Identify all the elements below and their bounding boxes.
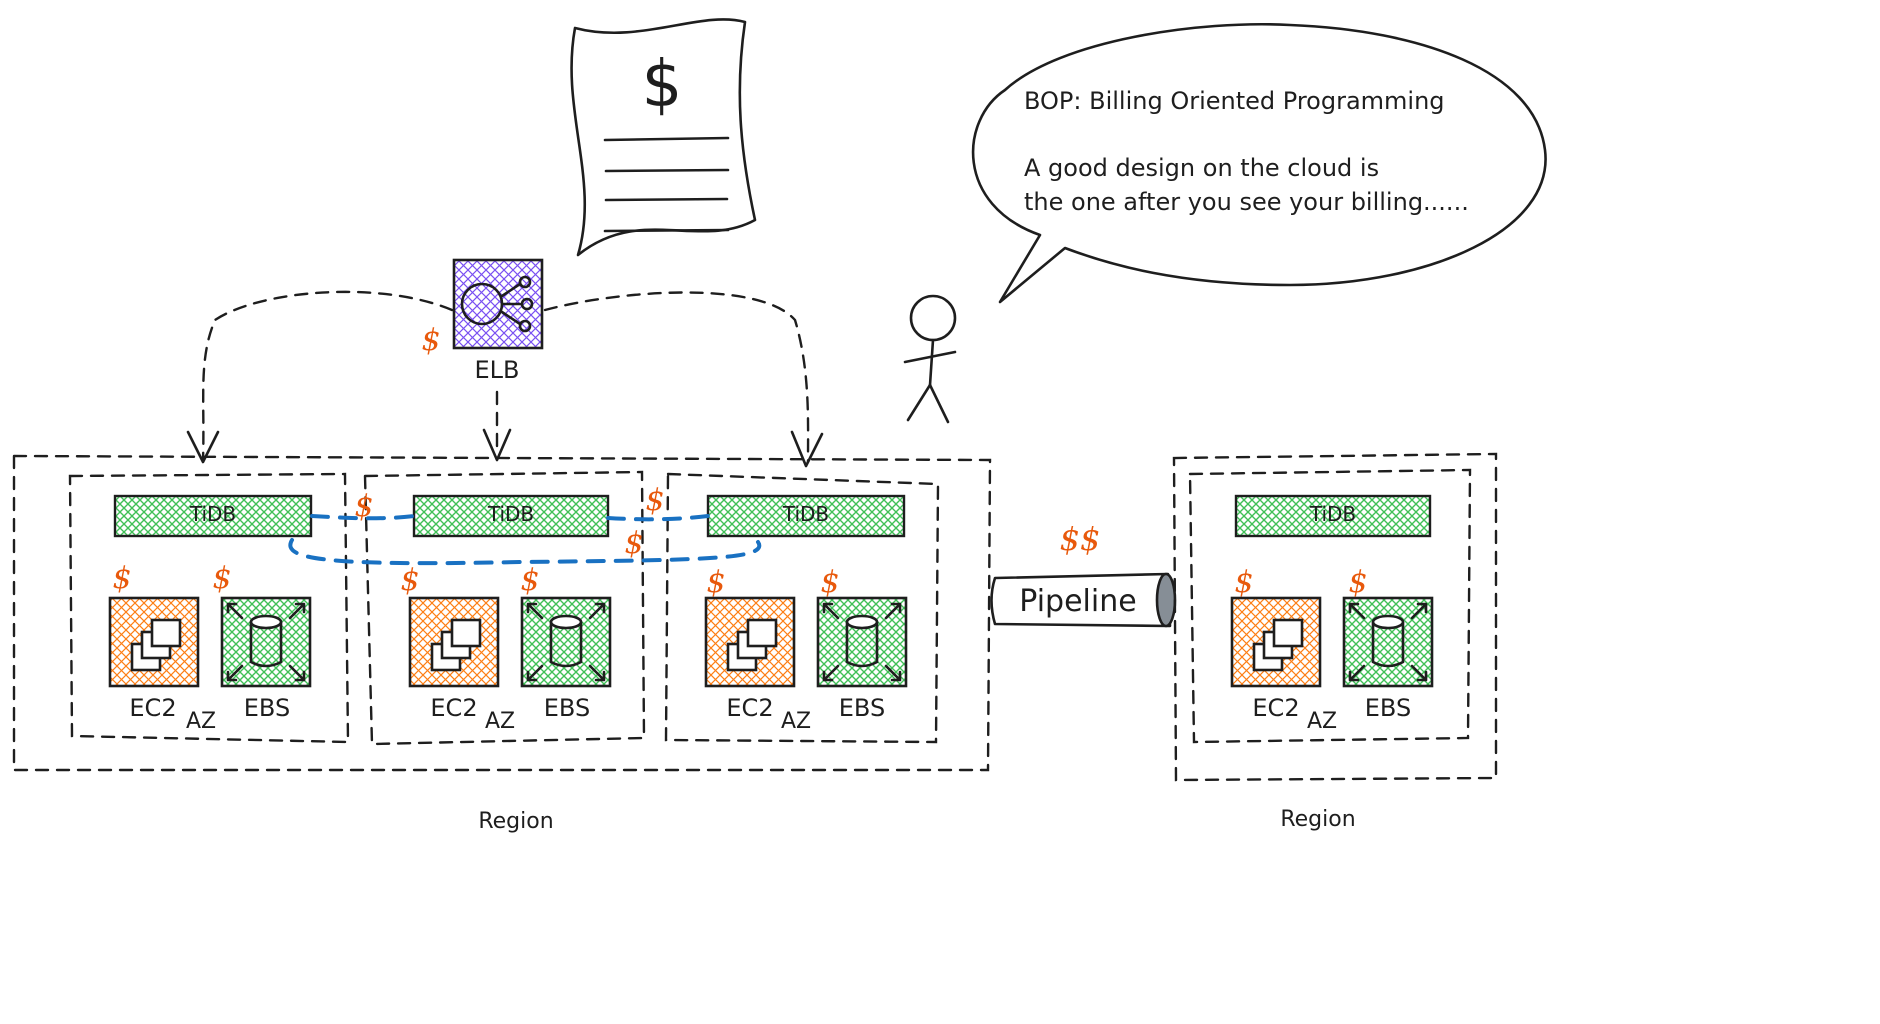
pipeline: Pipeline $$ xyxy=(990,520,1177,628)
tidb-label: TiDB xyxy=(487,502,534,526)
elb-routes xyxy=(186,290,824,468)
availability-zone: TiDB $ $ EC2 AZ EBS xyxy=(664,472,940,744)
tidb-bar xyxy=(113,494,313,538)
ec2-label: EC2 xyxy=(1252,694,1299,722)
ec2-cost: $ xyxy=(112,561,131,596)
bill-dollar-sign: $ xyxy=(642,48,683,122)
ec2-label: EC2 xyxy=(129,694,176,722)
speech-line-3: the one after you see your billing...... xyxy=(1024,188,1469,216)
ebs-cost: $ xyxy=(820,565,839,600)
az-label: AZ xyxy=(1307,709,1337,734)
region-2: Region TiDB $ $ EC2 AZ EBS xyxy=(1172,452,1498,832)
ec2-label: EC2 xyxy=(726,694,773,722)
ebs-label: EBS xyxy=(839,694,885,722)
az-label: AZ xyxy=(186,709,216,734)
ebs-label: EBS xyxy=(544,694,590,722)
region-1: Region TiDB $ $ EC2 AZ EBS TiDB $ $ xyxy=(12,454,992,834)
pipeline-label: Pipeline xyxy=(1019,584,1136,619)
stick-figure-icon xyxy=(903,294,957,424)
elb-cost: $ xyxy=(421,323,440,358)
ebs-cost: $ xyxy=(212,561,231,596)
ebs-cost: $ xyxy=(520,563,539,598)
tidb-label: TiDB xyxy=(1309,502,1356,526)
load-balancer-icon xyxy=(460,275,534,333)
tidb-label: TiDB xyxy=(782,502,829,526)
ec2-label: EC2 xyxy=(430,694,477,722)
availability-zone: TiDB $ $ EC2 AZ EBS xyxy=(68,472,350,744)
region-2-label: Region xyxy=(1280,807,1355,832)
availability-zone: TiDB $ $ EC2 AZ EBS xyxy=(1188,468,1472,744)
ec2-box xyxy=(108,596,200,688)
ec2-cost: $ xyxy=(706,565,725,600)
ebs-cost: $ xyxy=(1348,565,1367,600)
elb-label: ELB xyxy=(475,356,520,384)
az-label: AZ xyxy=(485,709,515,734)
cross-az-cost: $ xyxy=(645,483,664,518)
speech-line-1: BOP: Billing Oriented Programming xyxy=(1024,87,1445,115)
tidb-bar xyxy=(1234,494,1432,538)
speech-line-2: A good design on the cloud is xyxy=(1024,154,1379,182)
elb-box xyxy=(452,258,544,350)
tidb-bar xyxy=(706,494,906,538)
elb-node: ELB $ xyxy=(421,258,544,384)
speech-bubble: BOP: Billing Oriented Programming A good… xyxy=(971,22,1547,304)
cross-az-cost: $ xyxy=(354,489,373,524)
cross-az-replication: $ $ $ xyxy=(288,483,762,566)
tidb-bar xyxy=(412,494,610,538)
ebs-label: EBS xyxy=(244,694,290,722)
ec2-cost: $ xyxy=(400,563,419,598)
ec2-cost: $ xyxy=(1234,565,1253,600)
availability-zone: TiDB $ $ EC2 AZ EBS xyxy=(363,470,646,746)
az-label: AZ xyxy=(781,709,811,734)
billing-document-icon: $ xyxy=(570,18,757,257)
tidb-label: TiDB xyxy=(189,502,236,526)
pipeline-end xyxy=(1155,572,1177,628)
cross-az-cost: $ xyxy=(624,526,643,561)
ebs-label: EBS xyxy=(1365,694,1411,722)
region-1-label: Region xyxy=(478,809,553,834)
pipeline-cost: $$ xyxy=(1060,520,1101,558)
